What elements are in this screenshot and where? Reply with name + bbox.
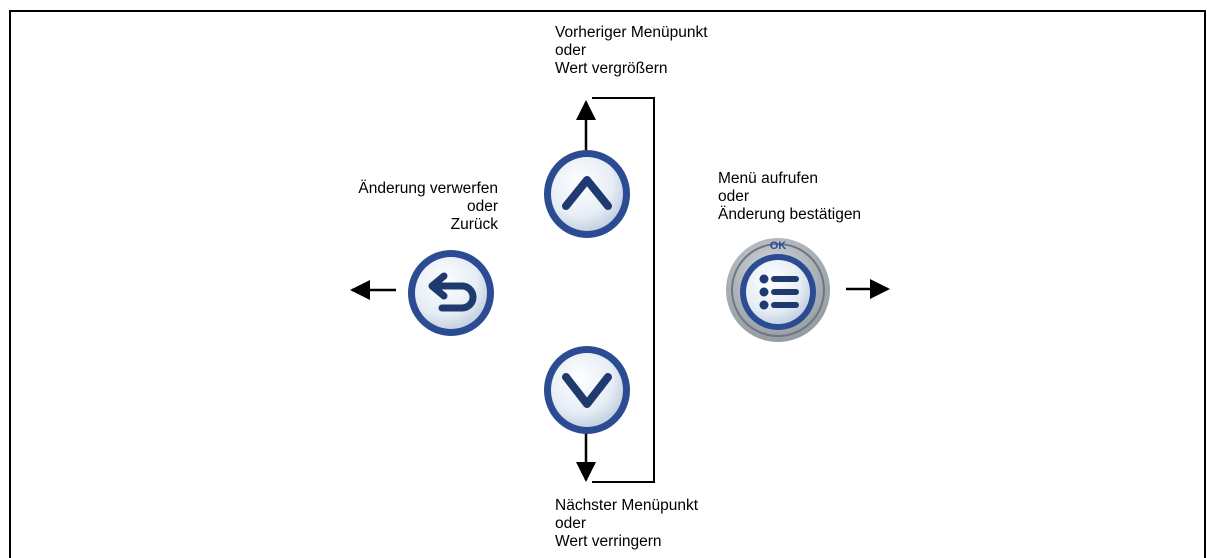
back-label-line-2: oder: [466, 198, 498, 215]
up-button[interactable]: [542, 148, 632, 240]
ok-label-line-1: Menü aufrufen: [718, 170, 818, 187]
down-button-label: Nächster Menüpunkt oder Wert verringern: [555, 497, 698, 551]
bracket-line: [592, 97, 655, 483]
back-label-line-3: Zurück: [450, 216, 498, 233]
ok-button-label: Menü aufrufen oder Änderung bestätigen: [718, 170, 861, 224]
back-label-line-1: Änderung verwerfen: [358, 180, 498, 197]
up-label-line-3: Wert vergrößern: [555, 60, 668, 77]
up-label-line-2: oder: [555, 42, 587, 59]
up-label-line-1: Vorheriger Menüpunkt: [555, 24, 708, 41]
down-label-line-1: Nächster Menüpunkt: [555, 497, 699, 514]
up-button-label: Vorheriger Menüpunkt oder Wert vergrößer…: [555, 24, 708, 78]
chevron-up-icon: [562, 176, 612, 210]
ok-menu-button[interactable]: OK: [724, 236, 832, 344]
back-button[interactable]: [406, 248, 496, 338]
return-arrow-icon: [428, 272, 477, 312]
ok-label-line-3: Änderung bestätigen: [718, 206, 862, 223]
diagram-frame: [9, 10, 1206, 558]
chevron-down-icon: [562, 373, 612, 408]
down-button[interactable]: [542, 344, 632, 436]
ok-badge: OK: [770, 240, 787, 252]
back-button-label: Änderung verwerfen oder Zurück: [310, 180, 498, 234]
menu-list-icon: [759, 274, 799, 310]
down-label-line-2: oder: [555, 515, 587, 532]
down-label-line-3: Wert verringern: [555, 533, 662, 550]
ok-label-line-2: oder: [718, 188, 750, 205]
